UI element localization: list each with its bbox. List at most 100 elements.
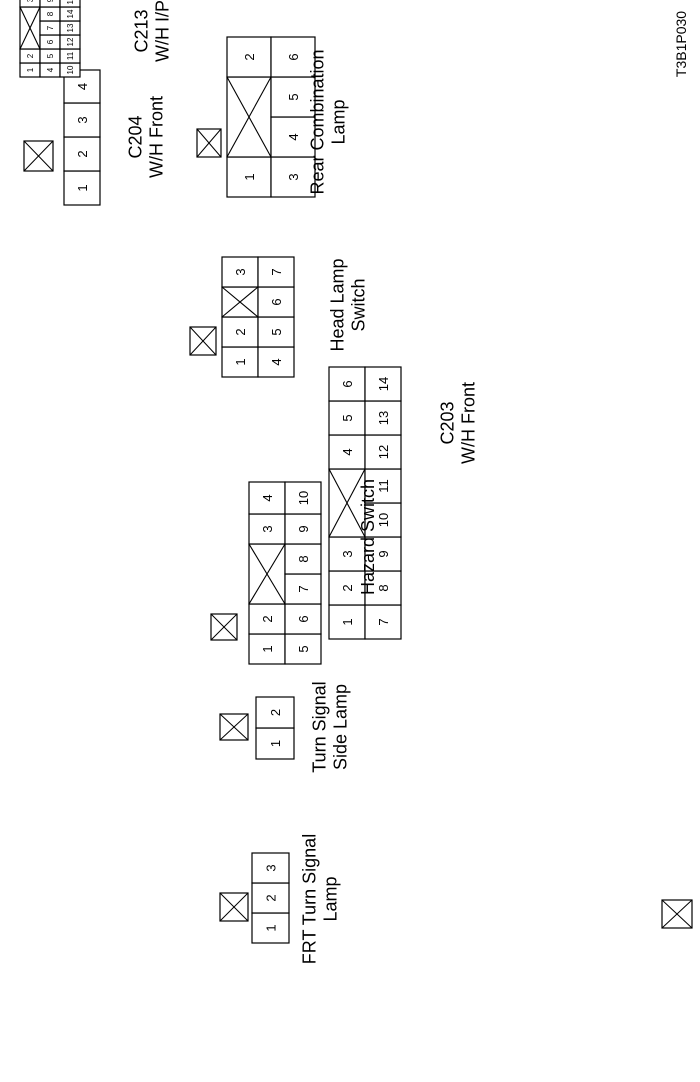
pin-number: 1 [242,173,257,180]
pin-number: 6 [269,298,284,305]
connector-label: C213 [132,9,152,52]
connector-label: Hazard Switch [358,479,378,595]
pin-number: 2 [340,584,355,591]
pin-number: 3 [340,550,355,557]
pin-cell [39,0,61,8]
pin-number: 4 [340,448,355,455]
pin-number: 3 [26,0,35,2]
pin-number: 10 [376,513,391,527]
pin-number: 5 [296,645,311,652]
pin-number: 6 [340,380,355,387]
pin-number: 10 [66,65,75,74]
connector-label: Turn Signal [310,681,330,772]
pin-number: 9 [296,525,311,532]
pin-number: 4 [75,83,90,90]
pin-number: 2 [233,328,248,335]
pin-number: 1 [264,924,279,931]
pin-number: 7 [46,25,55,30]
pin-number: 9 [46,0,55,2]
pin-number: 8 [376,584,391,591]
connector-label: Rear Combination [308,49,328,194]
pin-number: 2 [260,615,275,622]
lock-cross [189,326,217,356]
pin-number: 2 [26,53,35,58]
pin-cell [364,366,402,402]
pin-number: 15 [66,0,75,4]
pin-number: 5 [46,53,55,58]
connector-label: W/H I/P [153,0,173,62]
lock-cross [23,140,54,172]
connector-label: Lamp [329,99,349,144]
pin-number: 6 [286,53,301,60]
pin-cell [59,0,81,8]
pin-number: 2 [268,709,283,716]
pin-number: 6 [296,615,311,622]
connector-label: Lamp [321,876,341,921]
pin-number: 4 [260,494,275,501]
pin-number: 13 [376,411,391,425]
pin-number: 5 [340,414,355,421]
connector-label: Side Lamp [331,684,351,770]
pin-cell [284,481,322,515]
pin-cell [251,852,290,884]
pin-number: 3 [233,268,248,275]
pin-number: 4 [46,67,55,72]
lock-cross [219,713,249,741]
pin-number: 7 [296,585,311,592]
pin-number: 11 [66,51,75,60]
blank-cross [248,543,286,605]
pin-number: 12 [66,37,75,46]
connector-c201: 123456789101112131415161718C201W/H Front [661,899,693,929]
pin-number: 9 [376,550,391,557]
pin-number: 4 [286,133,301,140]
figure-code: T3B1P030 [673,11,689,77]
pin-number: 3 [75,116,90,123]
pin-number: 1 [340,618,355,625]
pin-number: 13 [66,23,75,32]
pin-number: 2 [242,53,257,60]
pin-cell [270,36,316,78]
pin-number: 14 [66,9,75,18]
connector-label: FRT Turn Signal [300,834,320,964]
pin-number: 4 [269,358,284,365]
connector-label: C204 [126,115,146,158]
pin-number: 1 [233,358,248,365]
pin-cell [63,69,101,104]
pin-number: 3 [264,864,279,871]
pin-number: 1 [26,67,35,72]
lock-cross [210,613,238,641]
pin-number: 3 [286,173,301,180]
pin-cell [19,0,41,8]
lock-cross [219,892,249,922]
pin-number: 8 [46,11,55,16]
connector-label: Head Lamp [328,258,348,351]
pin-number: 11 [376,479,391,493]
connector-label: Switch [349,278,369,331]
pin-number: 10 [296,491,311,505]
lock-cross [196,128,222,158]
pin-number: 1 [268,740,283,747]
pin-number: 3 [260,525,275,532]
pin-cell [255,696,295,729]
pin-cell [257,256,295,288]
pin-number: 6 [46,39,55,44]
pin-number: 1 [260,645,275,652]
pin-number: 1 [75,184,90,191]
pin-number: 7 [269,268,284,275]
connector-label: W/H Front [459,382,479,464]
blank-cross [221,286,259,318]
pin-number: 5 [286,93,301,100]
pin-number: 2 [75,150,90,157]
pin-number: 7 [376,618,391,625]
connector-label: C203 [438,401,458,444]
